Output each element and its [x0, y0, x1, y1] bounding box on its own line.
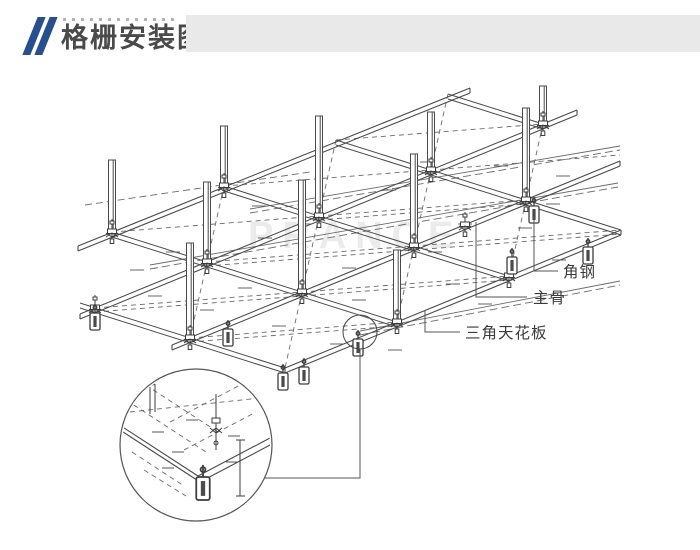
triangle-panel-diagonals	[94, 93, 622, 369]
title-gray-bar	[186, 15, 700, 52]
title-dotted-rule	[63, 18, 180, 21]
main-keels	[77, 87, 622, 374]
label-angle-steel: 角钢	[563, 263, 596, 281]
hatch-ticks	[130, 161, 570, 351]
label-main-keel: 主骨	[533, 289, 566, 307]
main-keel-leader	[475, 222, 527, 298]
hanger-posts	[108, 85, 547, 339]
detail-leader-line	[264, 349, 361, 479]
angle-steel-leader	[533, 216, 558, 272]
part-labels: 角钢 主骨 三角天花板	[424, 216, 596, 342]
page-title: 格栅安装图	[61, 23, 206, 53]
angle-steel-lines	[84, 145, 621, 336]
page-header: 格栅安装图	[0, 0, 700, 62]
triangle-panel-leader	[424, 311, 460, 333]
detail-view	[122, 379, 270, 501]
label-triangle-panel: 三角天花板	[465, 324, 548, 342]
